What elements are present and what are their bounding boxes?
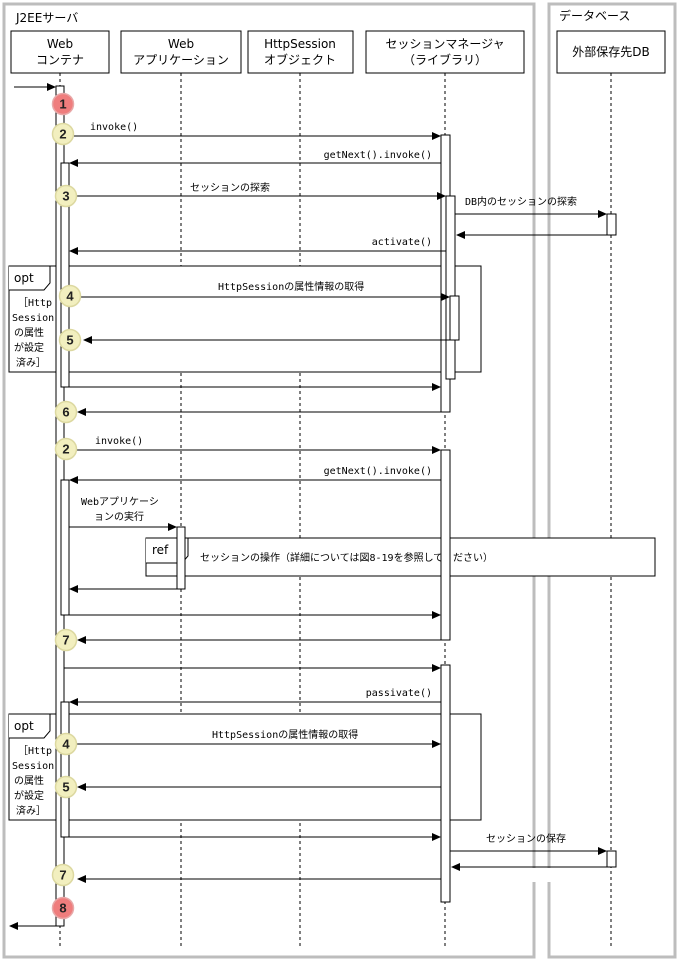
message-label: invoke() <box>90 122 138 133</box>
activation-web-container-nested <box>60 162 70 388</box>
activation-web-container-nested <box>60 701 70 838</box>
opt-fragment-1: opt ［Http Session の属性 が設定 済み］ <box>8 265 482 373</box>
opt-condition: の属性 <box>14 774 44 787</box>
message-label: HttpSessionの属性情報の取得 <box>212 728 358 741</box>
participant-label: コンテナ <box>36 53 84 67</box>
opt-condition: が設定 <box>14 341 44 354</box>
step-number: 4 <box>66 289 74 304</box>
participant-web-container: Web コンテナ <box>10 30 110 74</box>
activation-session-manager-nested <box>445 195 456 380</box>
step-marker: 2 <box>54 437 78 461</box>
opt-label: opt <box>14 719 34 733</box>
opt-condition: Session <box>12 313 54 324</box>
step-marker: 5 <box>58 328 82 352</box>
step-number: 5 <box>66 333 73 348</box>
ref-fragment: ref セッションの操作（詳細については図8-19を参照してください） <box>145 537 656 577</box>
participant-label: アプリケーション <box>133 53 229 67</box>
opt-condition: の属性 <box>14 326 44 339</box>
opt-condition: Session <box>12 761 54 772</box>
step-markers: 1 2 3 4 5 6 2 7 4 5 7 8 <box>51 92 82 920</box>
activation-session-manager <box>440 449 451 641</box>
step-number: 1 <box>59 97 66 112</box>
participant-label: セッションマネージャ <box>385 37 504 51</box>
participant-label: （ライブラリ） <box>403 52 487 67</box>
step-marker: 8 <box>51 896 75 920</box>
participant-label: オブジェクト <box>264 52 336 67</box>
opt-fragment-2: opt ［Http Session の属性 が設定 済み］ <box>8 713 482 821</box>
opt-condition: ［Http <box>18 745 52 757</box>
step-marker: 7 <box>54 628 78 652</box>
step-marker: 6 <box>54 400 78 424</box>
opt-condition: ［Http <box>18 297 52 309</box>
step-marker: 1 <box>51 92 75 116</box>
opt-condition: が設定 <box>14 789 44 802</box>
db-zone <box>547 2 677 959</box>
opt-label: opt <box>14 271 34 285</box>
participant-external-db: 外部保存先DB <box>556 30 666 74</box>
ref-label: ref <box>152 543 169 557</box>
participant-label: HttpSession <box>264 37 336 51</box>
step-marker: 4 <box>54 732 78 756</box>
server-zone <box>2 2 536 959</box>
message-label: DB内のセッションの探索 <box>465 195 577 208</box>
participant-label: Web <box>47 37 73 51</box>
step-number: 7 <box>59 868 66 883</box>
step-number: 4 <box>62 737 70 752</box>
activation-web-app <box>176 526 186 590</box>
participant-http-session: HttpSession オブジェクト <box>247 30 354 74</box>
participant-label: 外部保存先DB <box>572 44 649 59</box>
participant-session-manager: セッションマネージャ （ライブラリ） <box>365 30 525 74</box>
step-marker: 2 <box>51 122 75 146</box>
participant-label: Web <box>168 37 194 51</box>
activation-db <box>606 213 617 236</box>
opt-condition: 済み］ <box>16 804 46 817</box>
step-number: 7 <box>62 633 69 648</box>
activation-db <box>606 850 617 868</box>
step-number: 8 <box>59 901 66 916</box>
message-label: HttpSessionの属性情報の取得 <box>218 280 364 293</box>
step-marker: 4 <box>58 284 82 308</box>
activation-session-manager-nested <box>449 295 460 341</box>
server-zone-label: J2EEサーバ <box>15 11 78 25</box>
step-number: 5 <box>62 780 69 795</box>
message-label: ョンの実行 <box>94 510 144 523</box>
activations <box>55 85 617 927</box>
ref-description: セッションの操作（詳細については図8-19を参照してください） <box>200 551 493 564</box>
activation-session-manager <box>440 664 451 903</box>
message-label: activate() <box>372 237 432 248</box>
message-label: getNext().invoke() <box>324 150 432 161</box>
message-label: invoke() <box>95 436 143 447</box>
messages <box>9 83 607 930</box>
step-number: 6 <box>62 405 69 420</box>
message-label: Webアプリケーシ <box>81 496 159 508</box>
activation-web-container-nested <box>60 479 70 616</box>
step-marker: 7 <box>51 863 75 887</box>
step-marker: 3 <box>54 184 78 208</box>
step-number: 2 <box>62 442 69 457</box>
message-label: getNext().invoke() <box>324 466 432 477</box>
opt-condition: 済み］ <box>16 356 46 369</box>
step-number: 3 <box>62 189 69 204</box>
message-label: セッションの探索 <box>190 181 270 194</box>
participant-web-app: Web アプリケーション <box>120 30 242 74</box>
db-zone-label: データベース <box>559 8 630 23</box>
message-label: セッションの保存 <box>486 832 566 845</box>
step-number: 2 <box>59 127 66 142</box>
step-marker: 5 <box>54 775 78 799</box>
message-label: passivate() <box>366 688 432 699</box>
